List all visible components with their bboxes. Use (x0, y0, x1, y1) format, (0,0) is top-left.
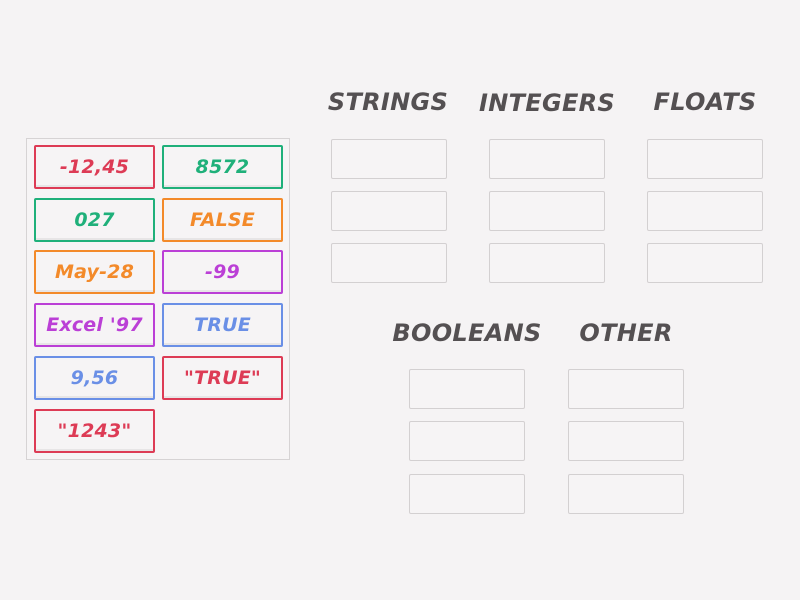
drop-slot-integers-2[interactable] (489, 191, 605, 231)
card-label: -99 (205, 261, 240, 283)
drop-slot-strings-3[interactable] (331, 243, 447, 283)
card-label: 8572 (195, 156, 250, 178)
card-label: TRUE (194, 314, 251, 336)
card-item[interactable]: "TRUE" (162, 356, 283, 400)
drop-slot-other-2[interactable] (568, 421, 684, 461)
card-label: May-28 (54, 261, 135, 283)
card-label: -12,45 (59, 156, 130, 178)
card-item[interactable]: "1243" (34, 409, 155, 453)
card-label: Excel '97 (46, 314, 143, 336)
card-item[interactable]: 9,56 (34, 356, 155, 400)
card-item[interactable]: TRUE (162, 303, 283, 347)
drop-slot-other-1[interactable] (568, 369, 684, 409)
group-heading-strings: STRINGS (327, 88, 449, 116)
card-item[interactable]: -99 (162, 250, 283, 294)
card-label: "1243" (57, 420, 132, 442)
drop-slot-integers-3[interactable] (489, 243, 605, 283)
card-tray (26, 138, 290, 460)
group-heading-other: OTHER (579, 319, 673, 347)
drop-slot-strings-1[interactable] (331, 139, 447, 179)
group-heading-integers: INTEGERS (478, 89, 616, 117)
drop-slot-floats-1[interactable] (647, 139, 763, 179)
drop-slot-other-3[interactable] (568, 474, 684, 514)
card-item[interactable]: -12,45 (34, 145, 155, 189)
card-item[interactable]: 8572 (162, 145, 283, 189)
card-label: 027 (74, 209, 115, 231)
drop-slot-booleans-2[interactable] (409, 421, 525, 461)
card-label: FALSE (189, 209, 255, 231)
card-item[interactable]: FALSE (162, 198, 283, 242)
card-label: 9,56 (70, 367, 119, 389)
group-heading-floats: FLOATS (653, 88, 757, 116)
drop-slot-floats-2[interactable] (647, 191, 763, 231)
drop-slot-booleans-3[interactable] (409, 474, 525, 514)
card-item[interactable]: May-28 (34, 250, 155, 294)
drop-slot-strings-2[interactable] (331, 191, 447, 231)
drop-slot-booleans-1[interactable] (409, 369, 525, 409)
drop-slot-integers-1[interactable] (489, 139, 605, 179)
group-heading-booleans: BOOLEANS (392, 319, 542, 347)
card-item[interactable]: 027 (34, 198, 155, 242)
card-label: "TRUE" (184, 367, 261, 389)
card-item[interactable]: Excel '97 (34, 303, 155, 347)
drop-slot-floats-3[interactable] (647, 243, 763, 283)
